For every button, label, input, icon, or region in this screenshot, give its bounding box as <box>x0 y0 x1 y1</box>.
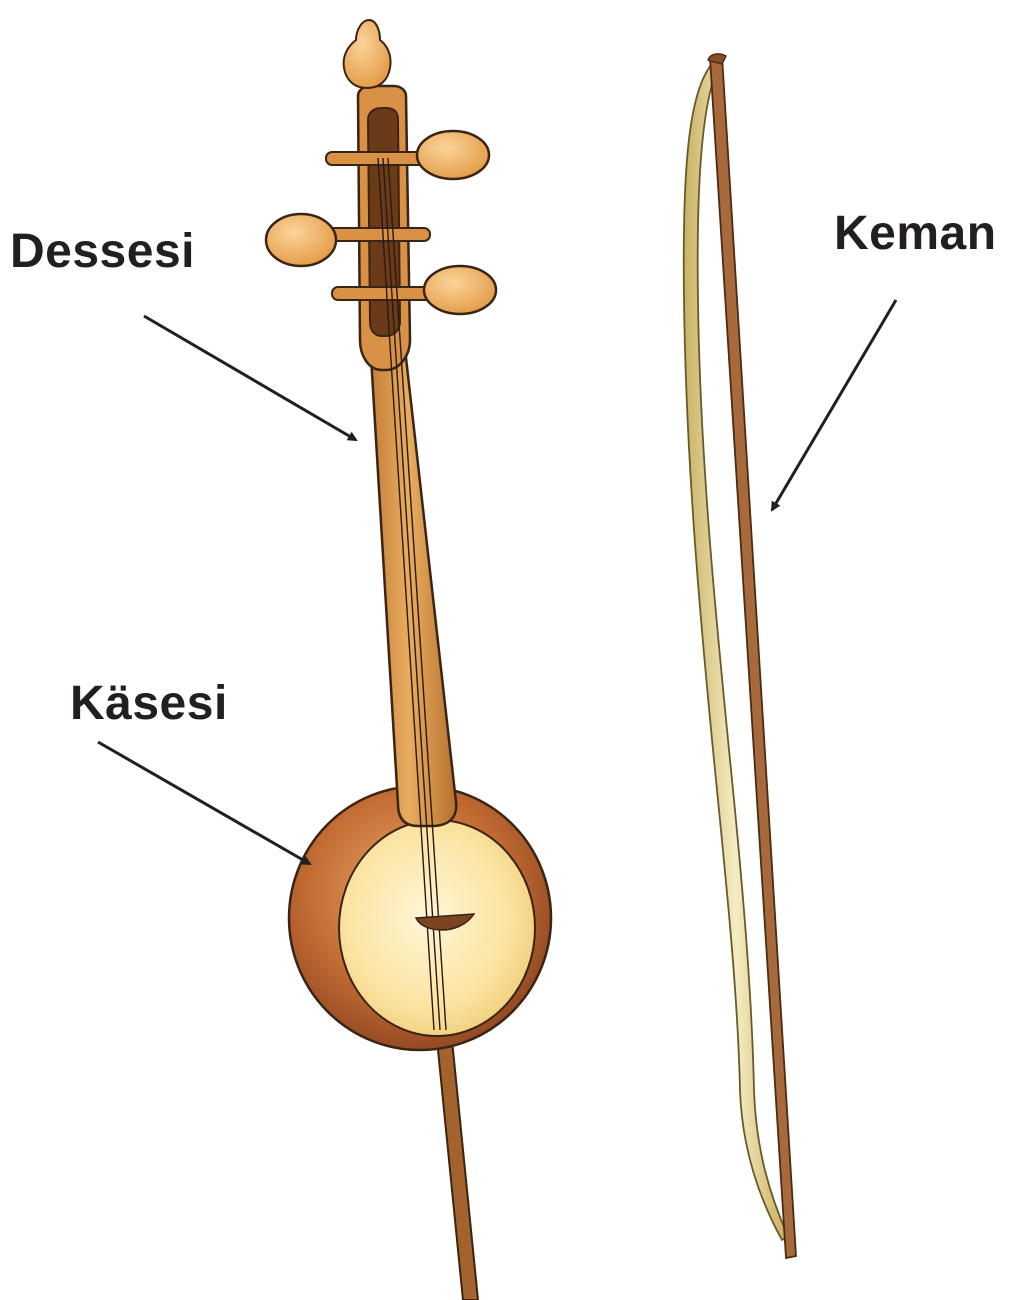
neck <box>370 340 456 826</box>
label-neck: Dessesi <box>10 228 195 276</box>
peg-shaft-1 <box>326 152 424 165</box>
peg-shaft-3 <box>332 287 432 300</box>
label-bow: Keman <box>834 210 997 258</box>
peg-head-2 <box>266 214 336 266</box>
label-body: Käsesi <box>70 680 228 728</box>
arrow-bow <box>772 300 896 510</box>
bow <box>684 54 796 1258</box>
peg-head-1 <box>417 131 489 179</box>
finial <box>344 20 391 88</box>
peg-shaft-2 <box>322 228 430 241</box>
pegbox-slot <box>368 108 400 336</box>
peg-head-3 <box>424 266 496 314</box>
arrow-neck <box>144 316 356 440</box>
arrow-body <box>98 742 310 864</box>
kamancheh-instrument <box>266 20 551 1300</box>
bow-hair <box>684 64 788 1240</box>
end-spike <box>437 1040 478 1300</box>
